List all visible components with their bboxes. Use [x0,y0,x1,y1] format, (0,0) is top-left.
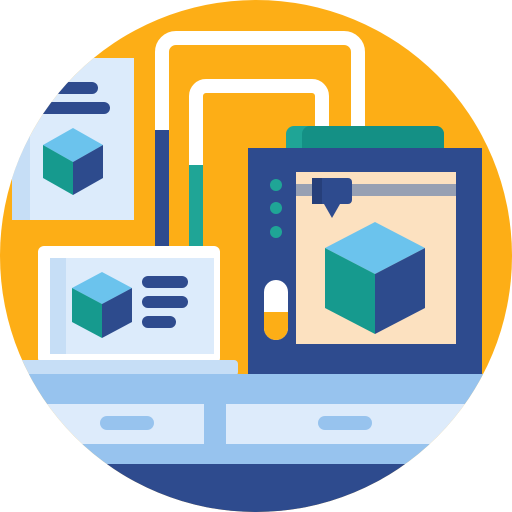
drawer-handle-icon [318,416,372,430]
print-head-icon [312,178,352,218]
drawer-handle-icon [100,416,154,430]
desk-icon [0,374,512,512]
laptop-icon [18,246,238,376]
cube-icon [43,128,103,195]
document-icon [12,58,134,220]
status-light-icon [270,226,282,238]
cube-icon [72,272,132,338]
filament-tube-icon [155,31,365,250]
3d-printer-icon [248,126,482,374]
status-light-icon [270,202,282,214]
status-light-icon [270,179,282,191]
cube-icon [325,222,425,334]
filament-gauge-icon [264,280,288,340]
